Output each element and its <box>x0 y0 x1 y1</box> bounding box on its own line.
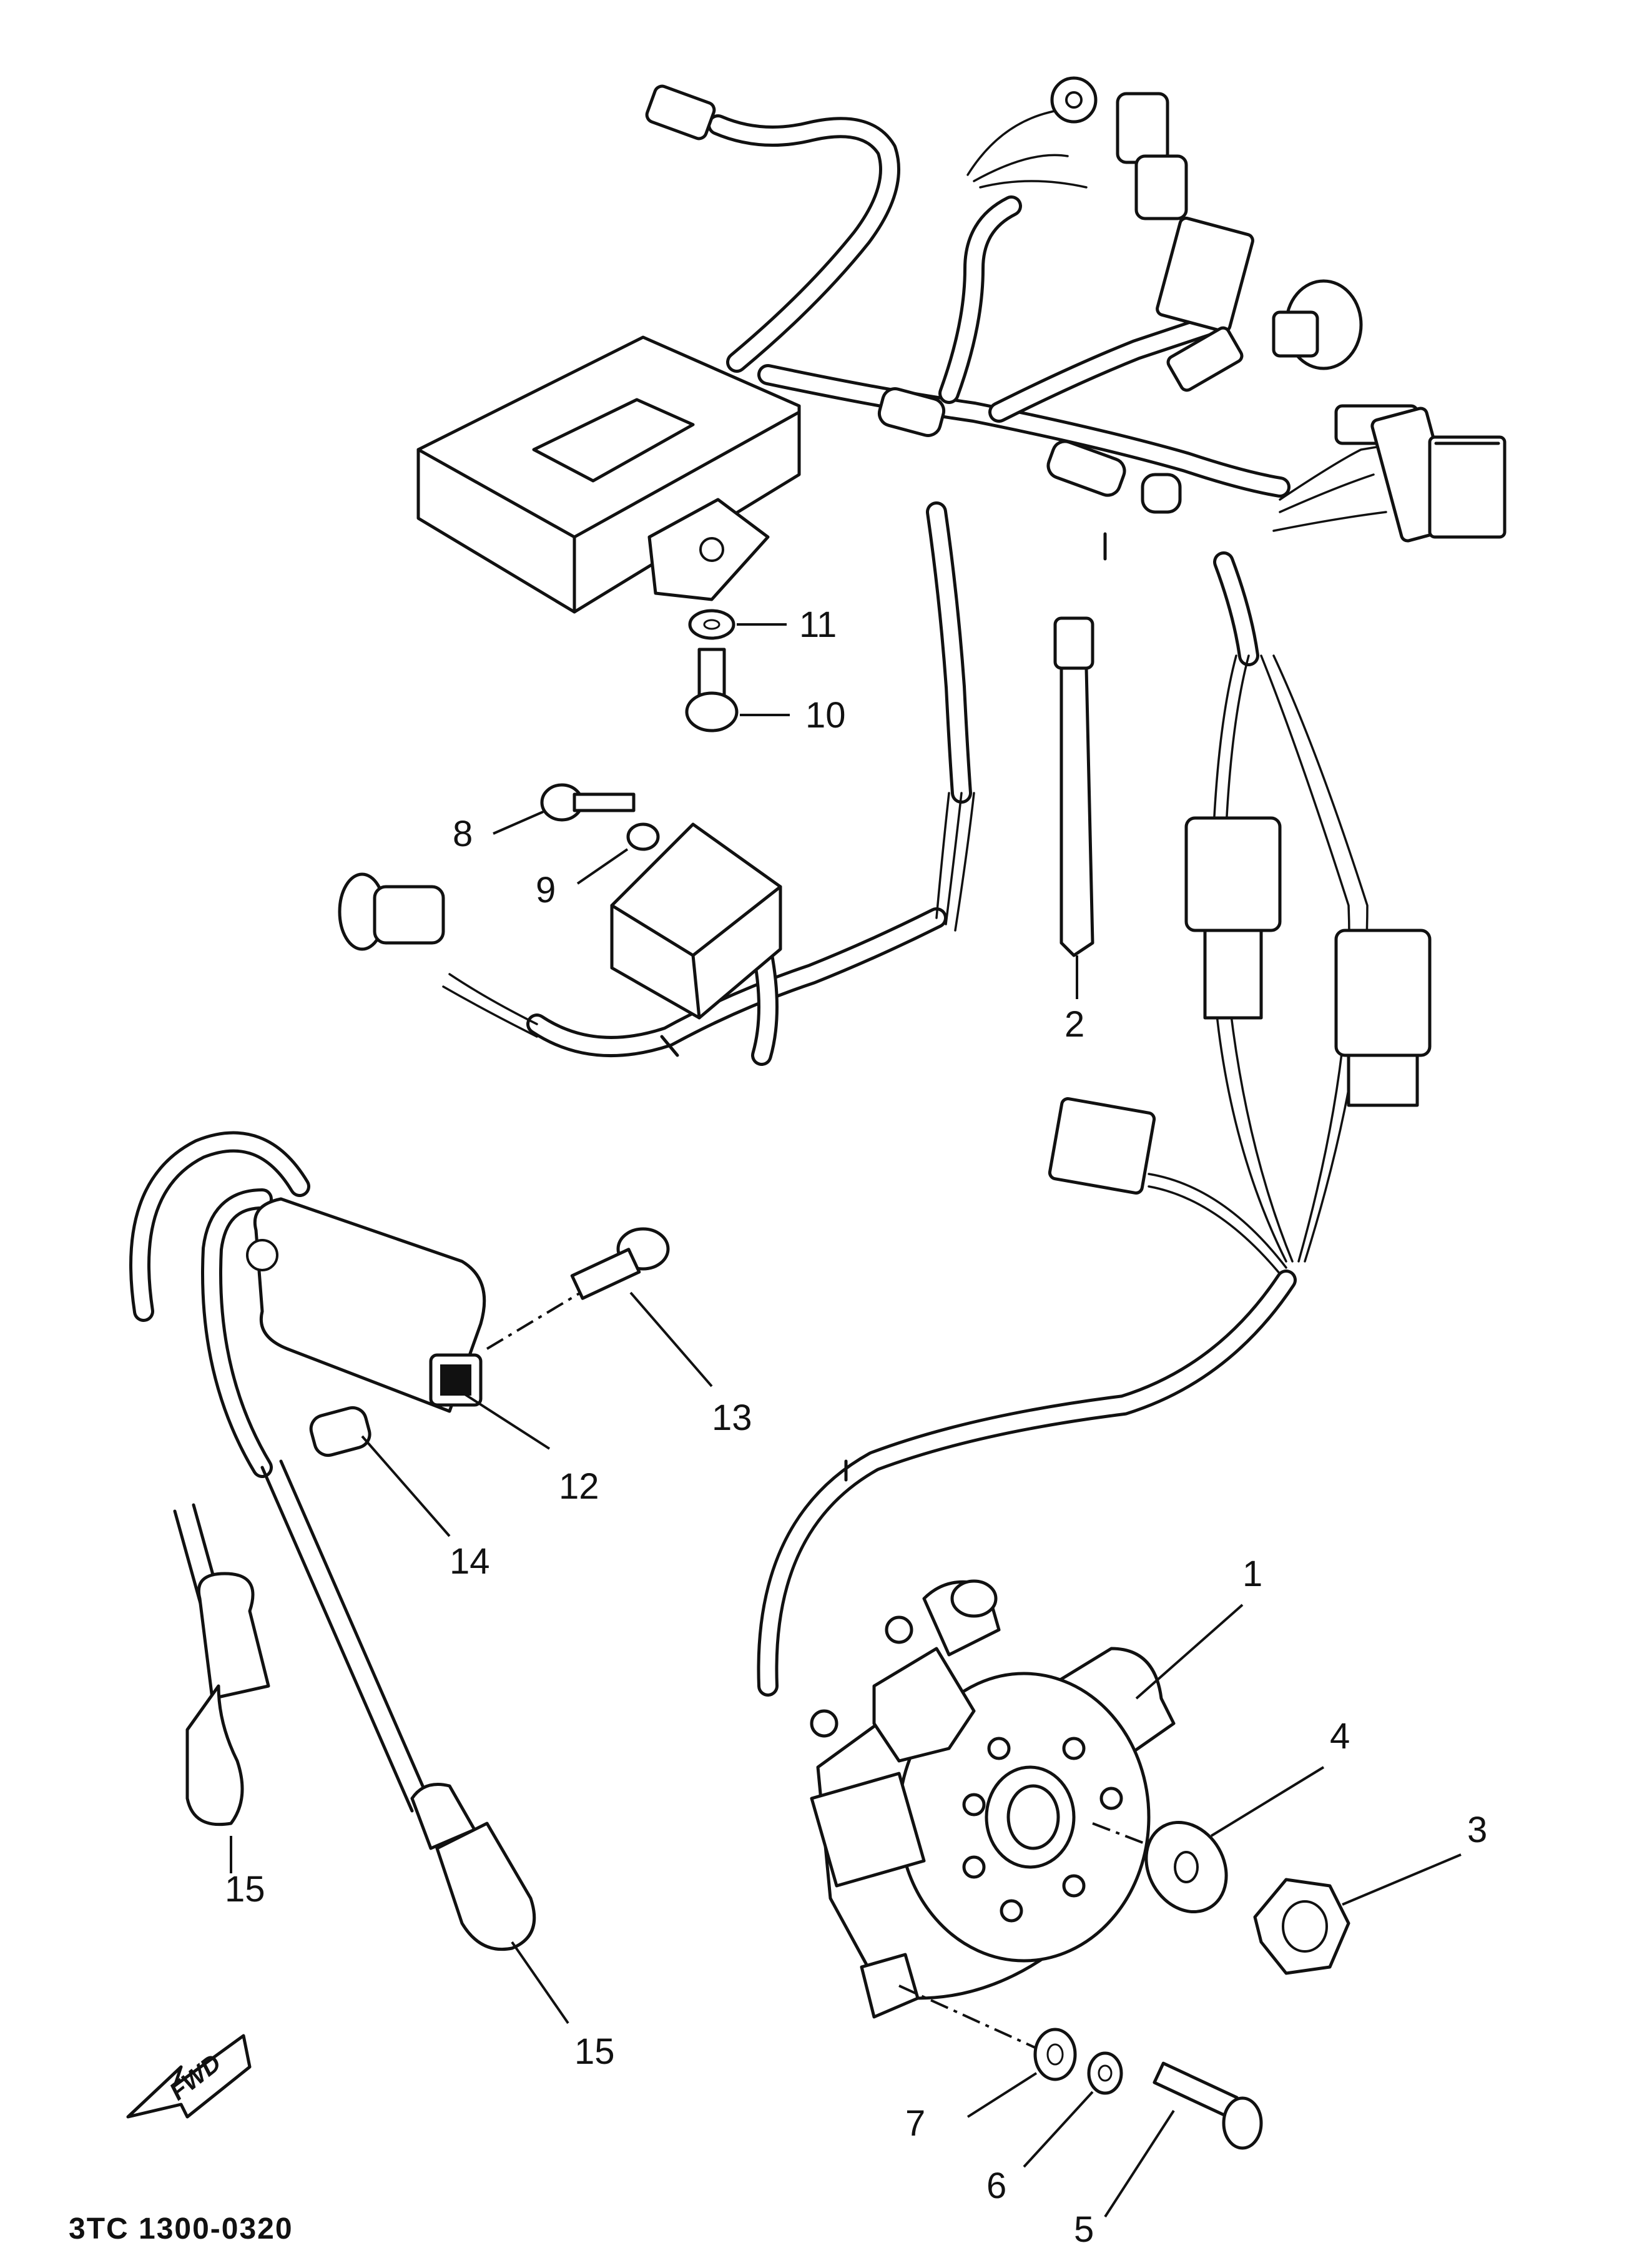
callout-4: 4 <box>1330 1716 1350 1757</box>
callout-15b: 15 <box>574 2031 615 2072</box>
callout-12: 12 <box>559 1466 599 1507</box>
callout-13: 13 <box>712 1398 752 1438</box>
callout-3: 3 <box>1467 1810 1487 1850</box>
cap-15a <box>173 1503 270 1873</box>
ignition-coil <box>129 1131 582 1478</box>
band-2 <box>1053 616 1094 999</box>
leader-12 <box>461 1391 551 1450</box>
callout-14: 14 <box>450 1541 490 1582</box>
bolt-10 <box>685 648 790 732</box>
screw-13 <box>570 1227 713 1388</box>
callout-10: 10 <box>805 695 846 736</box>
harness-bands <box>877 387 1182 514</box>
nut-3 <box>1253 1853 1462 1975</box>
callout-15a: 15 <box>225 1869 265 1910</box>
washer-7 <box>966 2028 1077 2118</box>
wire-bundle <box>442 105 1400 1275</box>
callout-5: 5 <box>1074 2209 1094 2248</box>
washer-9 <box>576 822 660 885</box>
callout-7: 7 <box>905 2103 925 2144</box>
cap-15b <box>260 1459 569 2024</box>
callout-2: 2 <box>1064 1004 1084 1045</box>
harness-connectors-right <box>1048 816 1432 1195</box>
washer-6 <box>1023 2051 1123 2168</box>
regulator <box>338 822 782 1020</box>
collar-14 <box>309 1406 451 1537</box>
screw-8 <box>493 783 636 835</box>
callout-1: 1 <box>1242 1554 1262 1594</box>
washer-4 <box>1144 1766 1325 1914</box>
wire-harness <box>526 114 1297 1697</box>
callout-numbers: 11 10 8 9 2 1 4 3 13 12 14 15 15 7 6 5 <box>225 604 1487 2248</box>
screw-5 <box>1104 2061 1263 2218</box>
callout-11: 11 <box>799 604 837 645</box>
cdi-unit <box>416 335 801 614</box>
callout-9: 9 <box>536 870 556 910</box>
callout-6: 6 <box>986 2166 1006 2206</box>
washer-11 <box>688 609 787 640</box>
callout-8: 8 <box>453 814 473 854</box>
diagram-code: 3TC 1300-0320 <box>69 2212 293 2246</box>
stator-1 <box>810 1579 1244 2049</box>
connector-group-top <box>645 76 1507 543</box>
fwd-arrow-icon: FWD <box>126 2034 252 2119</box>
